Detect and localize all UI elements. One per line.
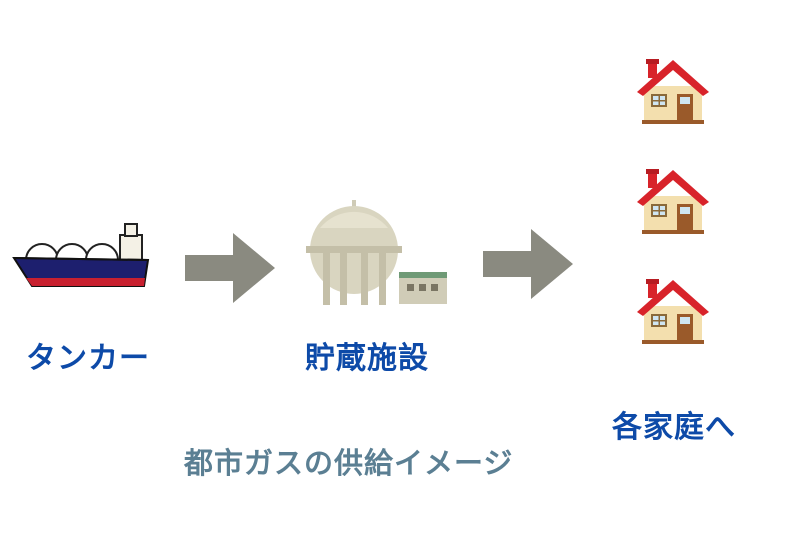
- storage-label: 貯蔵施設: [305, 341, 429, 376]
- right-arrow-icon: [483, 229, 573, 299]
- house-icon: [637, 59, 709, 124]
- house-icon: [637, 279, 709, 344]
- gas-storage-tank-icon: [306, 200, 447, 305]
- tanker-label: タンカー: [26, 341, 150, 376]
- homes-label: 各家庭へ: [612, 410, 736, 445]
- right-arrow-icon: [185, 233, 275, 303]
- tanker-ship-icon: [12, 223, 150, 287]
- diagram-caption: 都市ガスの供給イメージ: [184, 446, 514, 480]
- house-icon: [637, 169, 709, 234]
